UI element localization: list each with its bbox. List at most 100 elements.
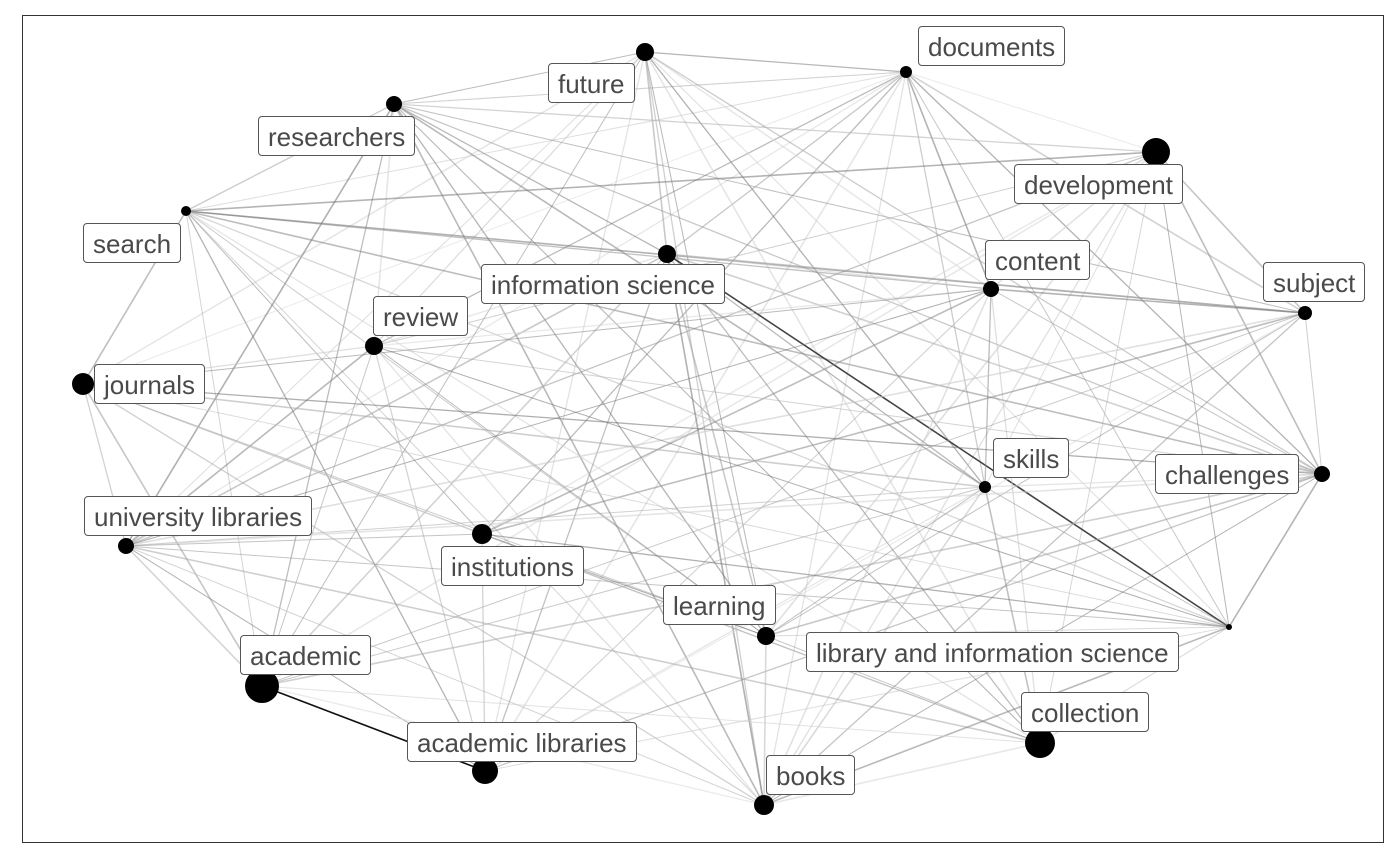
node-label-skills: skills <box>993 438 1070 478</box>
node-label-university-libraries: university libraries <box>84 496 313 536</box>
node-label-learning: learning <box>663 585 776 625</box>
edge-skills-learning <box>765 486 986 637</box>
node-subject <box>1298 306 1312 320</box>
edge-review-academic <box>261 345 375 687</box>
edge-content-academic-libraries <box>484 288 992 772</box>
edge-future-collection <box>644 51 1041 744</box>
node-review <box>365 337 383 355</box>
edge-review-academic-libraries <box>373 345 486 772</box>
node-documents <box>900 66 912 78</box>
node-academic <box>245 669 279 703</box>
node-search <box>181 206 191 216</box>
edge-development-books <box>763 151 1157 806</box>
node-label-institutions: institutions <box>441 546 584 586</box>
node-label-books: books <box>766 755 856 795</box>
edge-journals-library-and-information-science <box>82 383 1230 628</box>
edge-search-library-and-information-science <box>185 210 1230 628</box>
edge-challenges-learning <box>765 473 1323 637</box>
edge-future-learning <box>644 51 767 637</box>
edge-challenges-library-and-information-science <box>1228 473 1323 628</box>
edge-documents-information-science <box>666 71 907 255</box>
edge-researchers-development <box>393 103 1157 153</box>
edge-future-content <box>644 51 992 290</box>
edge-university-libraries-institutions <box>125 533 483 547</box>
edge-journals-challenges <box>82 383 1323 475</box>
node-label-academic: academic <box>240 635 372 675</box>
node-label-journals: journals <box>94 364 206 404</box>
edge-researchers-academic <box>261 103 395 687</box>
edge-review-library-and-information-science <box>373 345 1230 628</box>
edge-development-challenges <box>1155 151 1323 475</box>
edge-future-journals <box>82 51 646 385</box>
node-content <box>983 281 999 297</box>
node-label-documents: documents <box>918 26 1066 66</box>
node-challenges <box>1314 466 1330 482</box>
edge-future-challenges <box>644 51 1323 475</box>
edge-institutions-library-and-information-science <box>481 533 1230 628</box>
node-future <box>636 43 654 61</box>
edge-information-science-academic <box>261 253 668 687</box>
edge-development-search <box>185 151 1157 212</box>
edge-documents-challenges <box>905 71 1323 475</box>
edge-review-challenges <box>373 345 1323 475</box>
node-label-subject: subject <box>1263 262 1366 302</box>
edge-documents-university-libraries <box>125 71 907 547</box>
node-information-science <box>658 245 676 263</box>
edge-search-institutions <box>185 210 483 535</box>
edge-development-learning <box>765 151 1157 637</box>
edge-researchers-information-science <box>393 103 668 255</box>
edge-subject-institutions <box>481 312 1306 535</box>
edge-challenges-academic <box>261 473 1323 687</box>
node-label-content: content <box>985 240 1091 280</box>
node-label-future: future <box>548 63 635 103</box>
edge-researchers-subject <box>393 103 1306 314</box>
node-institutions <box>472 524 492 544</box>
node-collection <box>1025 728 1055 758</box>
edge-skills-library-and-information-science <box>984 486 1230 628</box>
edge-development-university-libraries <box>125 151 1157 547</box>
node-label-collection: collection <box>1021 692 1150 732</box>
node-books <box>754 795 774 815</box>
edge-documents-journals <box>82 71 907 385</box>
edge-search-academic <box>185 210 263 687</box>
edge-information-science-academic-libraries <box>484 253 668 772</box>
edge-academic-collection <box>261 685 1041 744</box>
edge-journals-learning <box>82 383 767 637</box>
node-label-development: development <box>1014 164 1183 204</box>
edge-information-science-challenges <box>666 253 1323 475</box>
edge-content-journals <box>82 288 992 385</box>
edge-development-skills <box>984 151 1157 488</box>
edge-researchers-challenges <box>393 103 1323 475</box>
node-learning <box>757 627 775 645</box>
edge-challenges-academic-libraries <box>484 473 1323 772</box>
edge-researchers-books <box>393 103 765 806</box>
edge-development-library-and-information-science <box>1155 151 1230 628</box>
nodes-layer <box>72 43 1330 815</box>
edge-search-academic-libraries <box>185 210 486 772</box>
node-label-challenges: challenges <box>1155 454 1300 494</box>
node-label-review: review <box>373 296 469 336</box>
edge-documents-development <box>905 71 1157 153</box>
edge-content-subject <box>990 288 1306 314</box>
edge-documents-future <box>644 51 907 73</box>
node-university-libraries <box>118 538 134 554</box>
node-academic-libraries <box>472 758 498 784</box>
edge-researchers-learning <box>393 103 767 637</box>
edge-future-researchers <box>393 51 646 105</box>
node-label-library-and-information-science: library and information science <box>806 632 1179 672</box>
edge-university-libraries-collection <box>125 545 1041 744</box>
edge-documents-library-and-information-science <box>905 71 1230 628</box>
edge-development-institutions <box>481 151 1157 535</box>
edge-subject-academic <box>261 312 1306 687</box>
edge-future-academic-libraries <box>484 51 646 772</box>
edge-content-challenges <box>990 288 1323 475</box>
node-development <box>1142 138 1170 166</box>
edge-journals-books <box>82 383 765 806</box>
edge-subject-challenges <box>1304 312 1323 475</box>
edge-university-libraries-academic <box>125 545 263 687</box>
edge-information-science-books <box>666 253 765 806</box>
edge-subject-academic-libraries <box>484 312 1306 772</box>
edge-documents-researchers <box>393 71 907 105</box>
edge-documents-content <box>905 71 992 290</box>
